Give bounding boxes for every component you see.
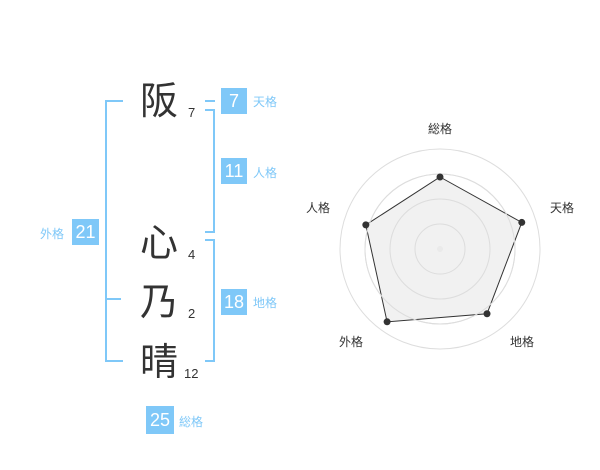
name-char-4: 晴 bbox=[140, 340, 179, 384]
radar-label-gaikaku: 外格 bbox=[339, 335, 364, 349]
radar-grid-ring bbox=[389, 198, 491, 300]
name-char-1: 阪 bbox=[140, 79, 179, 123]
jinkaku-label: 人格 bbox=[253, 166, 278, 180]
tenkaku-label: 天格 bbox=[253, 95, 278, 109]
radar-grid bbox=[339, 148, 541, 350]
radar-grid-ring bbox=[339, 148, 541, 350]
gaikaku-label: 外格 bbox=[40, 227, 65, 241]
radar-label-soukaku: 総格 bbox=[428, 122, 453, 136]
name-char-3: 乃 bbox=[140, 280, 179, 324]
radar-grid-ring bbox=[414, 223, 466, 275]
stroke-count-2: 4 bbox=[188, 247, 196, 262]
radar-point-1 bbox=[436, 173, 444, 181]
radar-point-4 bbox=[383, 318, 391, 326]
stroke-count-3: 2 bbox=[188, 306, 196, 321]
stroke-count-4: 12 bbox=[184, 366, 199, 381]
radar-series-polygon bbox=[365, 176, 523, 323]
name-char-2: 心 bbox=[140, 221, 179, 265]
radar-grid-ring bbox=[364, 173, 516, 325]
jinkaku-value-box: 11 bbox=[221, 158, 247, 184]
soukaku-label: 総格 bbox=[179, 415, 204, 429]
radar-inner-ring bbox=[389, 198, 491, 300]
gaikaku-bracket bbox=[105, 100, 123, 362]
chikaku-value-box: 18 bbox=[221, 289, 247, 315]
radar-label-jinkaku: 人格 bbox=[306, 201, 331, 215]
chikaku-bracket bbox=[205, 239, 215, 362]
soukaku-value-box: 25 bbox=[146, 406, 174, 434]
stroke-count-1: 7 bbox=[188, 105, 196, 120]
tenkaku-value-box: 7 bbox=[221, 88, 247, 114]
chikaku-label: 地格 bbox=[253, 296, 278, 310]
radar-center-dot bbox=[437, 246, 443, 252]
jinkaku-bracket bbox=[205, 109, 215, 233]
radar-inner-ring bbox=[364, 173, 516, 325]
radar-series bbox=[362, 173, 526, 326]
radar-label-tenkaku: 天格 bbox=[550, 201, 575, 215]
gaikaku-value-box: 21 bbox=[72, 219, 99, 245]
radar-point-3 bbox=[483, 310, 491, 318]
gaikaku-bracket-mid bbox=[105, 298, 121, 300]
radar-inner-ring bbox=[414, 223, 466, 275]
tenkaku-bracket bbox=[205, 100, 215, 102]
radar-point-5 bbox=[362, 221, 370, 229]
radar-label-chikaku: 地格 bbox=[510, 335, 535, 349]
radar-point-2 bbox=[518, 218, 526, 226]
